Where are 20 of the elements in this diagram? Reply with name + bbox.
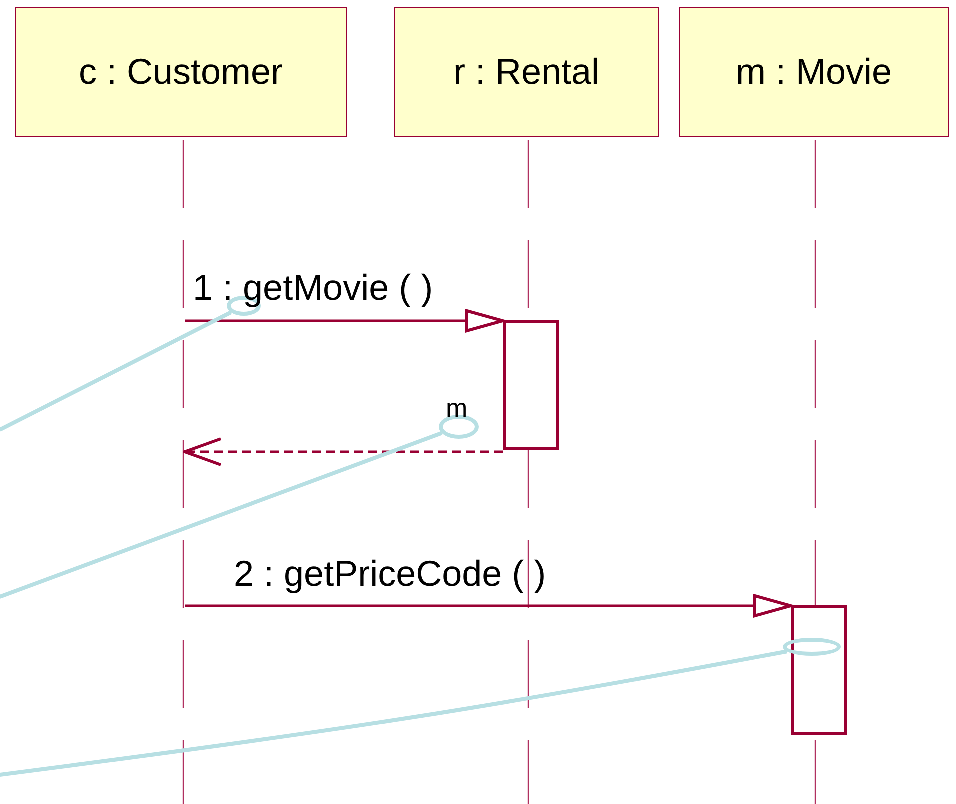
leader-line	[0, 650, 788, 777]
activation-bar	[791, 605, 847, 735]
object-name: c : Customer	[78, 51, 284, 93]
activation-bar	[503, 320, 559, 450]
return-message-arrow	[184, 438, 503, 466]
message-label: m	[446, 395, 468, 421]
object-name: m : Movie	[736, 51, 892, 93]
object-box	[679, 7, 949, 137]
leader-end-ellipse	[439, 415, 479, 439]
message-label: 1 : getMovie ( )	[193, 270, 434, 306]
object-box	[394, 7, 659, 137]
leader-line	[0, 310, 232, 432]
message-arrow	[185, 310, 504, 332]
object-box	[15, 7, 347, 137]
leader-end-ellipse	[783, 638, 841, 656]
object-name: r : Rental	[453, 51, 600, 93]
lifeline	[182, 140, 185, 804]
message-label: 2 : getPriceCode ( )	[234, 556, 546, 592]
leader-line	[0, 431, 443, 599]
message-arrow	[185, 594, 792, 618]
